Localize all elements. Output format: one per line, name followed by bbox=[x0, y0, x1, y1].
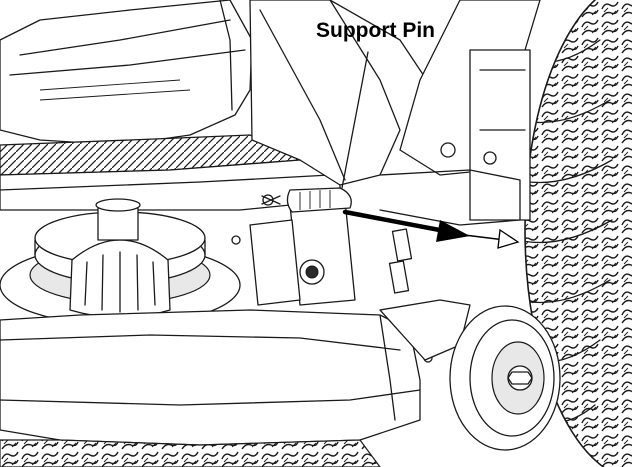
foot-platform bbox=[0, 134, 341, 211]
pin-bracket bbox=[231, 199, 413, 306]
seat-body bbox=[0, 0, 253, 146]
frame-structure bbox=[249, 0, 541, 226]
callout-leader-line bbox=[341, 51, 369, 189]
spindle-pulley bbox=[0, 198, 241, 326]
support-pin bbox=[261, 187, 352, 213]
support-pin-label: Support Pin bbox=[316, 19, 435, 42]
removal-direction-arrow bbox=[342, 209, 520, 249]
mower-deck bbox=[0, 309, 433, 467]
gauge-wheel bbox=[379, 299, 561, 451]
